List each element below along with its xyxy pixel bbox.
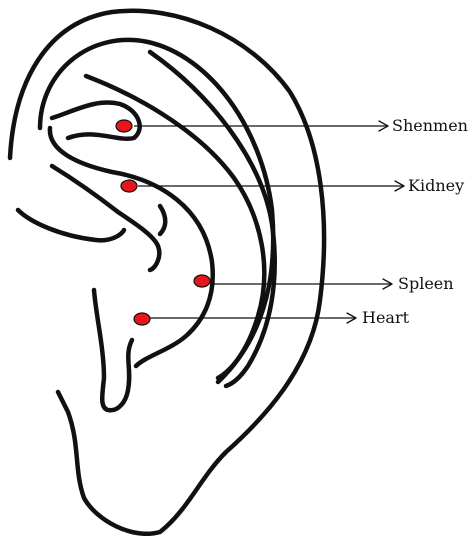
intertragic-notch	[160, 206, 165, 234]
shenmen-label: Shenmen	[392, 116, 468, 135]
spleen-label: Spleen	[398, 274, 454, 293]
heart-dot	[134, 313, 150, 325]
kidney-dot	[121, 180, 137, 192]
spleen-dot	[194, 275, 210, 287]
kidney-point: Kidney	[121, 176, 464, 195]
helix-fold	[40, 40, 273, 382]
antihelix-upper	[86, 76, 264, 378]
ear-outline	[10, 11, 324, 534]
helix-outer-rim	[10, 11, 324, 534]
tragus	[94, 290, 132, 410]
kidney-label: Kidney	[408, 176, 464, 195]
acupoint-markers: Shenmen Kidney Spleen Heart	[116, 116, 468, 327]
helix-inner-rim	[18, 210, 124, 240]
shenmen-dot	[116, 120, 132, 132]
concha-rim	[50, 128, 213, 366]
heart-label: Heart	[362, 308, 410, 327]
